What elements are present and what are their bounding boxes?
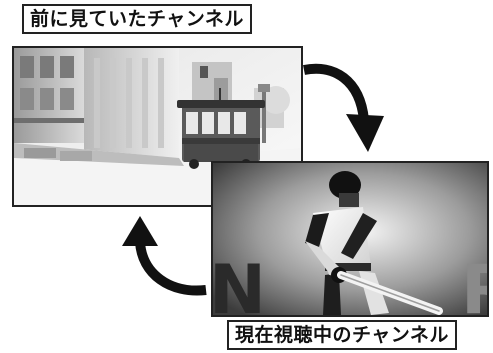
batter-figure xyxy=(305,171,443,315)
previous-channel-label: 前に見ていたチャンネル xyxy=(22,4,252,34)
baseball-batter-illustration: N R xyxy=(213,163,487,315)
svg-text:N: N xyxy=(213,251,266,315)
curved-arrow-up-left-icon xyxy=(122,216,207,296)
current-channel-screen: N R xyxy=(211,161,489,317)
current-channel-label: 現在視聴中のチャンネル xyxy=(227,320,457,350)
city-tram-illustration xyxy=(14,48,301,205)
previous-channel-screen xyxy=(12,46,303,207)
curved-arrow-down-right-icon xyxy=(303,63,384,152)
svg-text:R: R xyxy=(461,251,487,315)
tram-icon xyxy=(177,88,265,169)
